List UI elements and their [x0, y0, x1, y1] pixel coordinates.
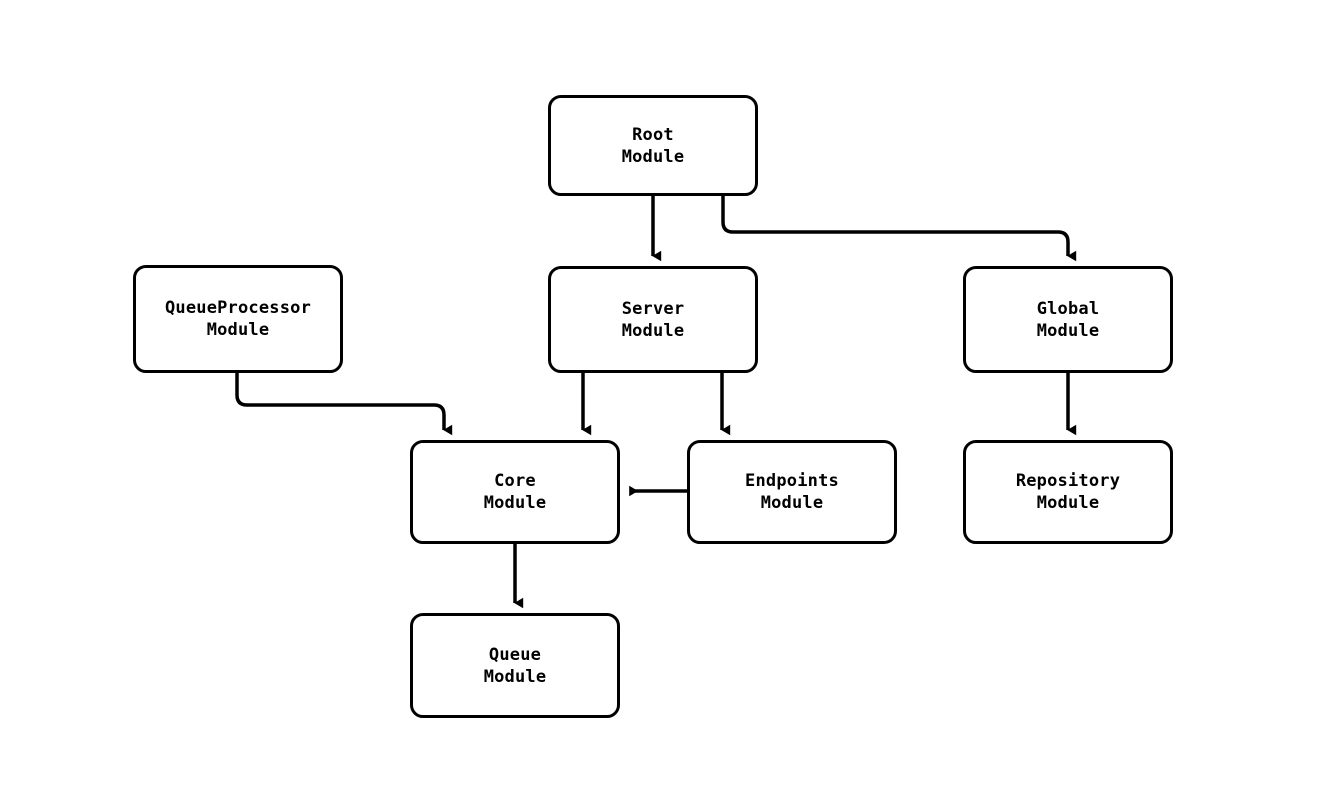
- node-queueprocessor-module-label-line1: QueueProcessor: [164, 298, 312, 318]
- node-queueprocessor-module[interactable]: QueueProcessor Module: [133, 265, 343, 373]
- node-repository-module-label-line2: Module: [1036, 493, 1100, 513]
- node-global-module-label-line1: Global: [1036, 298, 1100, 319]
- node-global-module[interactable]: Global Module: [963, 266, 1173, 373]
- node-global-module-label-line2: Module: [1036, 320, 1100, 341]
- node-server-module-label-line1: Server: [621, 298, 685, 319]
- node-queue-module-label-line2: Module: [483, 666, 547, 687]
- node-endpoints-module-label-line2: Module: [760, 493, 824, 513]
- node-server-module[interactable]: Server Module: [548, 266, 758, 373]
- node-core-module-label-line2: Module: [483, 493, 547, 513]
- node-repository-module[interactable]: Repository Module: [963, 440, 1173, 544]
- node-core-module-label-line1: Core: [494, 471, 536, 491]
- node-repository-module-label-line1: Repository: [1015, 471, 1121, 491]
- node-root-module-label-line1: Root: [632, 124, 674, 145]
- node-queue-module[interactable]: Queue Module: [410, 613, 620, 718]
- node-root-module-label-line2: Module: [621, 146, 685, 167]
- node-core-module[interactable]: Core Module: [410, 440, 620, 544]
- node-endpoints-module-label-line1: Endpoints: [745, 471, 839, 491]
- node-server-module-label-line2: Module: [621, 320, 685, 341]
- node-endpoints-module[interactable]: Endpoints Module: [687, 440, 897, 544]
- node-queue-module-label-line1: Queue: [488, 644, 542, 665]
- edge-root-to-global: [721, 196, 1077, 262]
- node-root-module[interactable]: Root Module: [548, 95, 758, 196]
- edge-queueprocessor-to-core: [235, 373, 453, 436]
- node-queueprocessor-module-label-line2: Module: [206, 320, 270, 340]
